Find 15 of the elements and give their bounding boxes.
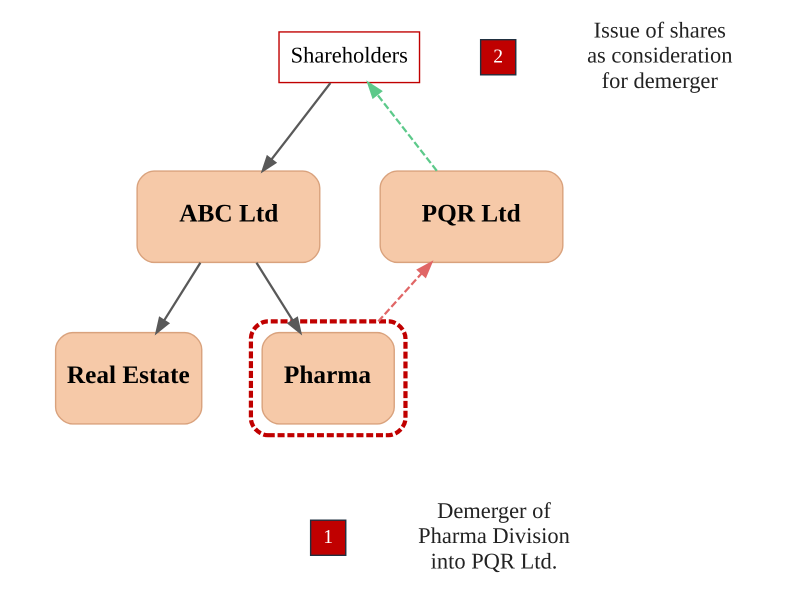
cluster (248, 319, 408, 438)
node-box: PQR Ltd (379, 170, 564, 264)
node-box: 2 (480, 38, 516, 76)
arrow (366, 80, 438, 172)
node-box: Shareholders (278, 31, 420, 84)
node-box: Pharma (261, 332, 395, 425)
arrow (154, 262, 202, 336)
arrow (260, 82, 332, 174)
node-label: Issue of shares as consideration for demerger (587, 17, 732, 93)
arrow (377, 260, 434, 322)
node-box: ABC Ltd (136, 170, 320, 264)
node-label: Demerger of Pharma Division into PQR Ltd. (418, 498, 570, 574)
node-box: Real Estate (54, 332, 202, 425)
node-box: 1 (310, 520, 346, 556)
arrow (256, 262, 302, 336)
